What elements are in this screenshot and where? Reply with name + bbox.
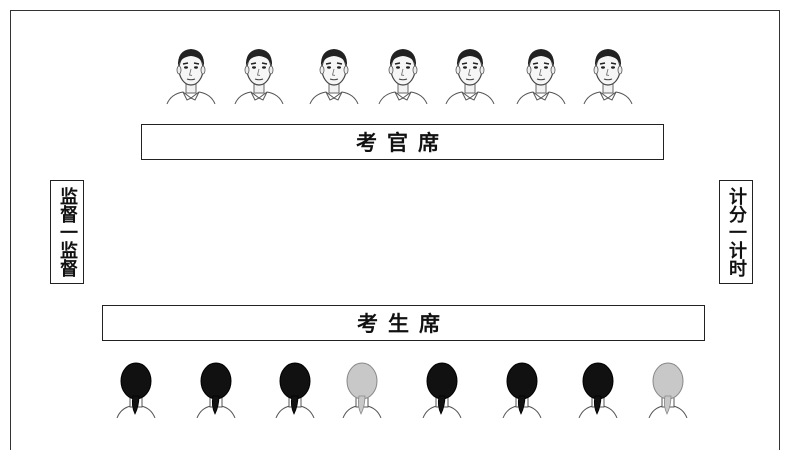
examiner-desk-label: 考官席 xyxy=(356,131,449,155)
scoring-timing-station: 计分一计时 xyxy=(719,180,753,284)
supervisor-label: 监督一监督 xyxy=(57,187,78,277)
examiner-desk: 考官席 xyxy=(141,124,664,160)
room-outline xyxy=(10,10,780,450)
man-face-icon xyxy=(582,42,634,110)
man-face-icon xyxy=(233,42,285,110)
head-back-icon xyxy=(337,360,387,422)
man-face-icon xyxy=(308,42,360,110)
man-face-icon xyxy=(515,42,567,110)
head-back-icon xyxy=(573,360,623,422)
man-face-icon xyxy=(444,42,496,110)
scoring-timing-label: 计分一计时 xyxy=(726,187,747,277)
man-face-icon xyxy=(377,42,429,110)
head-back-icon xyxy=(417,360,467,422)
candidate-desk: 考生席 xyxy=(102,305,705,341)
supervisor-station: 监督一监督 xyxy=(50,180,84,284)
man-face-icon xyxy=(165,42,217,110)
head-back-icon xyxy=(111,360,161,422)
head-back-icon xyxy=(270,360,320,422)
head-back-icon xyxy=(643,360,693,422)
head-back-icon xyxy=(497,360,547,422)
head-back-icon xyxy=(191,360,241,422)
candidate-desk-label: 考生席 xyxy=(357,312,450,336)
